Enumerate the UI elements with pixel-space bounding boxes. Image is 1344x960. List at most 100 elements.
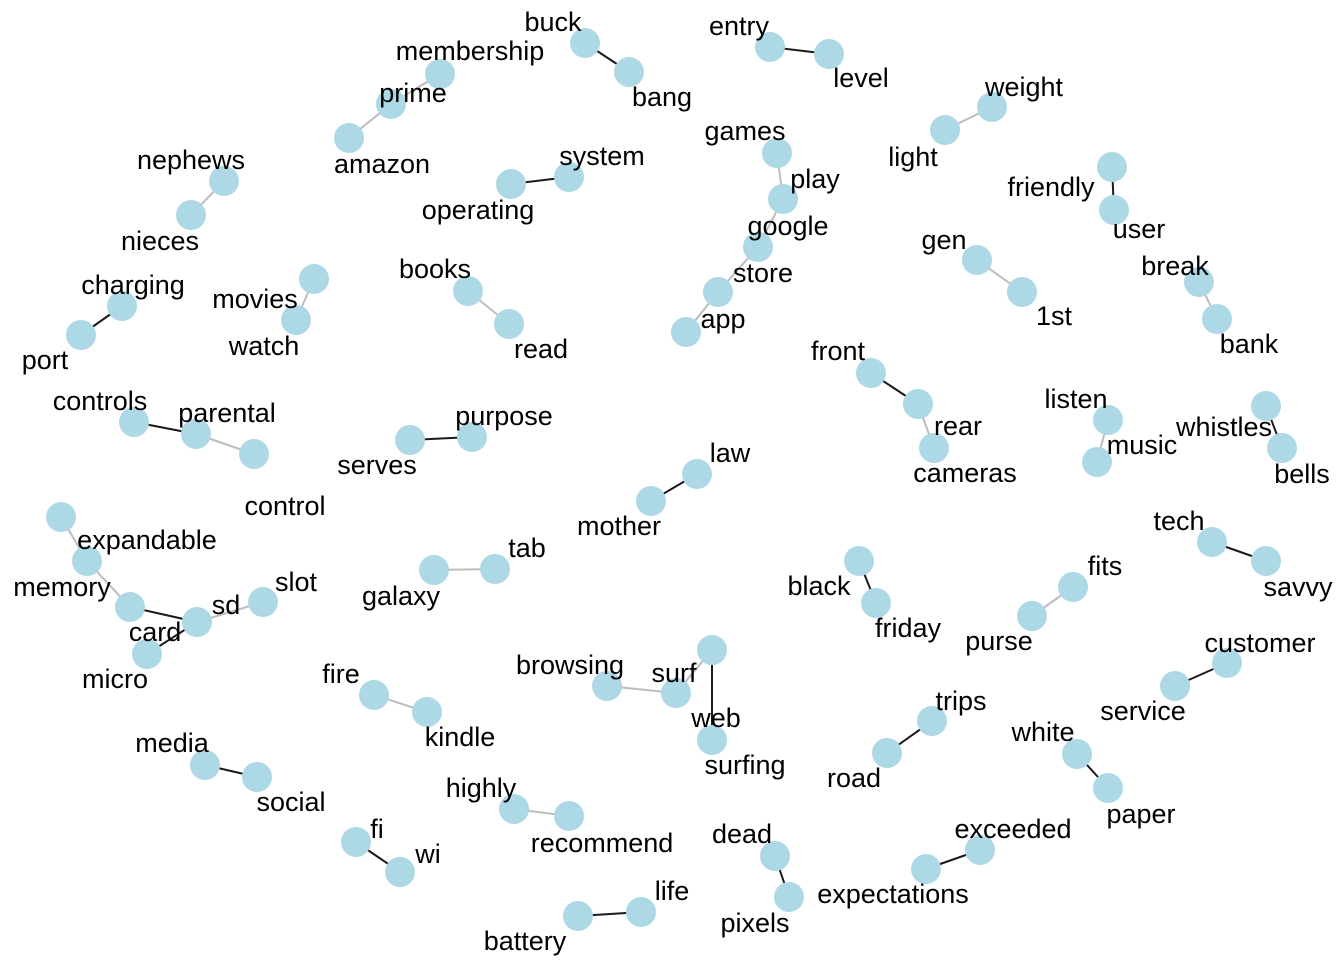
node-label-amazon: amazon: [334, 149, 430, 179]
node-label-browsing: browsing: [516, 650, 624, 680]
node-expandable: [46, 502, 76, 532]
node-nephews: [209, 166, 239, 196]
node-label-kindle: kindle: [425, 722, 496, 752]
node-cameras: [919, 433, 949, 463]
node-trips: [917, 706, 947, 736]
node-wi: [385, 857, 415, 887]
node-memory: [72, 546, 102, 576]
node-label-slot: slot: [275, 567, 318, 597]
node-tech: [1197, 527, 1227, 557]
node-break: [1184, 267, 1214, 297]
node-label-bank: bank: [1220, 329, 1279, 359]
node-label-listen: listen: [1044, 384, 1107, 414]
node-movies: [299, 264, 329, 294]
node-label-serves: serves: [337, 450, 417, 480]
node-fi: [341, 827, 371, 857]
node-highly: [499, 794, 529, 824]
node-slot: [248, 587, 278, 617]
node-label-prime: prime: [379, 78, 447, 108]
node-label-memory: memory: [13, 572, 111, 602]
node-store: [703, 277, 733, 307]
node-label-sd: sd: [212, 590, 241, 620]
node-music: [1082, 447, 1112, 477]
node-port: [66, 320, 96, 350]
node-label-port: port: [22, 345, 69, 375]
node-label-fire: fire: [322, 659, 360, 689]
node-label-user: user: [1113, 214, 1166, 244]
node-bells: [1267, 433, 1297, 463]
node-label-nieces: nieces: [121, 226, 199, 256]
node-label-bells: bells: [1274, 459, 1330, 489]
node-label-nephews: nephews: [137, 145, 245, 175]
node-label-buck: buck: [524, 7, 582, 37]
node-label-card: card: [129, 617, 182, 647]
node-buck: [570, 28, 600, 58]
node-label-micro: micro: [82, 664, 148, 694]
node-label-friday: friday: [875, 613, 942, 643]
node-pixels: [774, 882, 804, 912]
node-mother: [636, 486, 666, 516]
node-label-fi: fi: [370, 814, 384, 844]
node-tab: [480, 554, 510, 584]
node-prime: [376, 89, 406, 119]
node-label-paper: paper: [1106, 799, 1175, 829]
node-friendly: [1097, 152, 1127, 182]
node-label-surfing: surfing: [704, 750, 785, 780]
node-nieces: [176, 200, 206, 230]
node-surf: [661, 678, 691, 708]
node-label-1st: 1st: [1036, 301, 1073, 331]
node-bang: [614, 57, 644, 87]
node-label-surf: surf: [651, 658, 697, 688]
node-fits: [1058, 572, 1088, 602]
node-label-google: google: [747, 211, 828, 241]
node-paper: [1093, 773, 1123, 803]
node-operating: [496, 169, 526, 199]
node-service: [1160, 671, 1190, 701]
node-battery: [563, 901, 593, 931]
node-label-charging: charging: [81, 270, 185, 300]
node-control: [239, 439, 269, 469]
node-label-wi: wi: [414, 839, 441, 869]
node-label-exceeded: exceeded: [954, 814, 1071, 844]
node-label-controls: controls: [53, 386, 148, 416]
node-label-play: play: [790, 164, 840, 194]
node-label-customer: customer: [1204, 628, 1315, 658]
node-savvy: [1251, 546, 1281, 576]
node-label-watch: watch: [228, 331, 300, 361]
node-books: [453, 276, 483, 306]
node-label-purse: purse: [965, 626, 1033, 656]
node-label-recommend: recommend: [531, 828, 674, 858]
node-white: [1062, 739, 1092, 769]
node-label-black: black: [787, 571, 851, 601]
node-label-music: music: [1107, 430, 1178, 460]
node-controls: [119, 407, 149, 437]
node-label-front: front: [811, 336, 866, 366]
node-system: [554, 162, 584, 192]
node-label-operating: operating: [422, 195, 535, 225]
node-entry: [755, 32, 785, 62]
node-fire: [359, 680, 389, 710]
node-label-rear: rear: [934, 411, 982, 441]
node-sd: [182, 607, 212, 637]
node-label-books: books: [399, 254, 471, 284]
node-purse: [1017, 601, 1047, 631]
node-rear: [903, 389, 933, 419]
node-games: [762, 138, 792, 168]
node-label-read: read: [514, 334, 568, 364]
node-user: [1099, 195, 1129, 225]
node-recommend: [554, 801, 584, 831]
node-app: [671, 317, 701, 347]
node-serves: [395, 425, 425, 455]
node-label-tab: tab: [508, 533, 546, 563]
node-label-app: app: [700, 304, 745, 334]
node-road: [872, 738, 902, 768]
node-friday: [861, 588, 891, 618]
node-label-control: control: [244, 491, 325, 521]
node-front: [856, 358, 886, 388]
node-kindle: [412, 697, 442, 727]
node-label-trips: trips: [935, 686, 986, 716]
node-media: [190, 750, 220, 780]
node-label-weight: weight: [984, 72, 1064, 102]
node-card: [115, 592, 145, 622]
